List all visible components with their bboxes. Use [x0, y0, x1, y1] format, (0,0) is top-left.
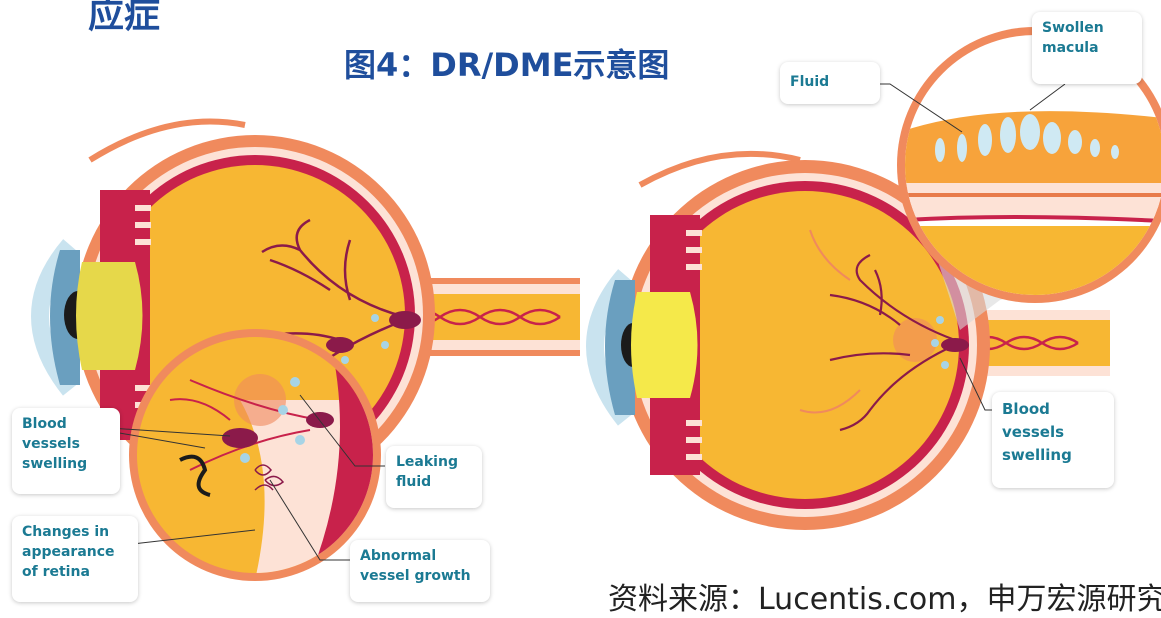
label-blood-vessels-swelling-left: Blood vessels swelling [12, 408, 120, 494]
eye-diagram-artwork [0, 0, 1161, 605]
label-leaking-fluid: Leaking fluid [386, 446, 482, 508]
label-swollen-macula: Swollen macula [1032, 12, 1142, 84]
label-changes-in-retina: Changes in appearance of retina [12, 516, 138, 602]
label-abnormal-vessel-growth: Abnormal vessel growth [350, 540, 490, 602]
label-fluid: Fluid [780, 62, 880, 104]
source-caption: 资料来源：Lucentis.com，申万宏源研究 [608, 574, 1161, 618]
label-blood-vessels-swelling-right: Blood vessels swelling [992, 392, 1114, 488]
